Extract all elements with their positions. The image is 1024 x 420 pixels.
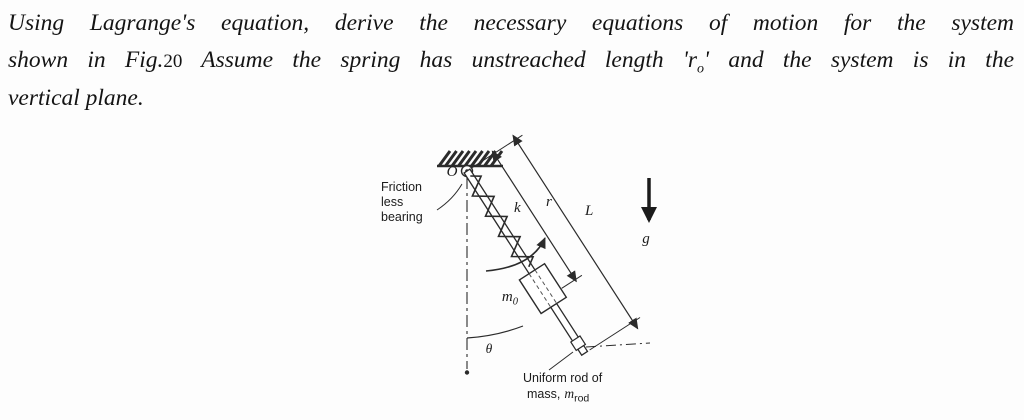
caption-line2-text: mass, <box>527 387 560 401</box>
dimension-line-L <box>512 134 639 330</box>
gravity-label: g <box>642 231 650 247</box>
caption-m-symbol: m <box>564 386 574 401</box>
rod-end-marker <box>569 335 587 352</box>
r-label: r <box>546 194 552 210</box>
figure-number: 20 <box>163 51 183 72</box>
mass-label: m0 <box>502 289 519 308</box>
problem-text: vertical plane. <box>8 85 144 111</box>
caption-line2: mass, mrod <box>527 386 589 405</box>
uniform-rod <box>463 168 589 357</box>
problem-line-1: Using Lagrange's equation, derive the ne… <box>8 5 1014 42</box>
reference-end-dot <box>464 370 470 375</box>
extension-line-mass <box>561 274 583 289</box>
pivot-label: O <box>447 164 458 180</box>
problem-line-2: shown in Fig.20 Assume the spring has un… <box>8 42 1014 80</box>
rod-end-axis-line <box>585 342 651 348</box>
bearing-label-line2: less <box>381 195 403 209</box>
bearing-callout: Friction less bearing <box>381 180 463 224</box>
bearing-label-line3: bearing <box>381 210 423 224</box>
theta-arc <box>466 325 524 339</box>
theta-label: θ <box>486 341 493 356</box>
problem-statement: Using Lagrange's equation, derive the ne… <box>8 5 1014 117</box>
extension-line-pivot <box>471 134 523 169</box>
caption-pointer-line <box>548 351 574 371</box>
caption-m-subscript: rod <box>574 393 589 405</box>
problem-text: ' and the system is in the <box>704 47 1014 73</box>
bearing-label-line1: Friction <box>381 180 422 194</box>
bearing-pointer-line <box>436 183 463 211</box>
problem-text: Assume the spring has unstreached length… <box>182 47 698 73</box>
mass-label-main: m <box>502 289 513 305</box>
mass-block <box>518 262 568 315</box>
problem-line-3: vertical plane. <box>8 80 1014 117</box>
L-label: L <box>584 203 593 219</box>
rod-caption: Uniform rod of mass, mrod <box>523 351 603 405</box>
spring-constant-label: k <box>514 200 521 216</box>
mass-label-subscript: 0 <box>513 297 519 308</box>
r-naught-subscript: o <box>697 61 705 77</box>
problem-text: Using Lagrange's equation, derive the ne… <box>8 10 1014 36</box>
caption-line1: Uniform rod of <box>523 371 603 385</box>
problem-text: shown in Fig. <box>8 47 164 73</box>
